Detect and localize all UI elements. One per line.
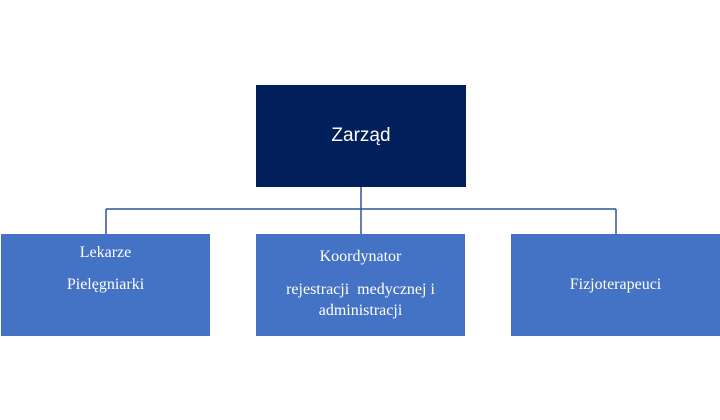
org-node-physiotherapists: Fizjoterapeuci [511, 234, 720, 336]
org-node-line: Lekarze [79, 244, 132, 261]
org-node-medical-staff: Lekarze Pielęgniarki [1, 234, 210, 336]
org-node-line: Fizjoterapeuci [569, 276, 662, 294]
org-node-root: Zarząd [256, 85, 466, 187]
org-node-line: Koordynator [319, 248, 402, 265]
org-node-line: rejestracji medycznej i [286, 280, 435, 298]
org-node-line: Pielęgniarki [66, 275, 145, 293]
org-node-line: administracji [318, 302, 403, 320]
org-node-coordinator: Koordynator rejestracji medycznej i admi… [256, 234, 465, 336]
org-node-root-label: Zarząd [331, 125, 391, 146]
